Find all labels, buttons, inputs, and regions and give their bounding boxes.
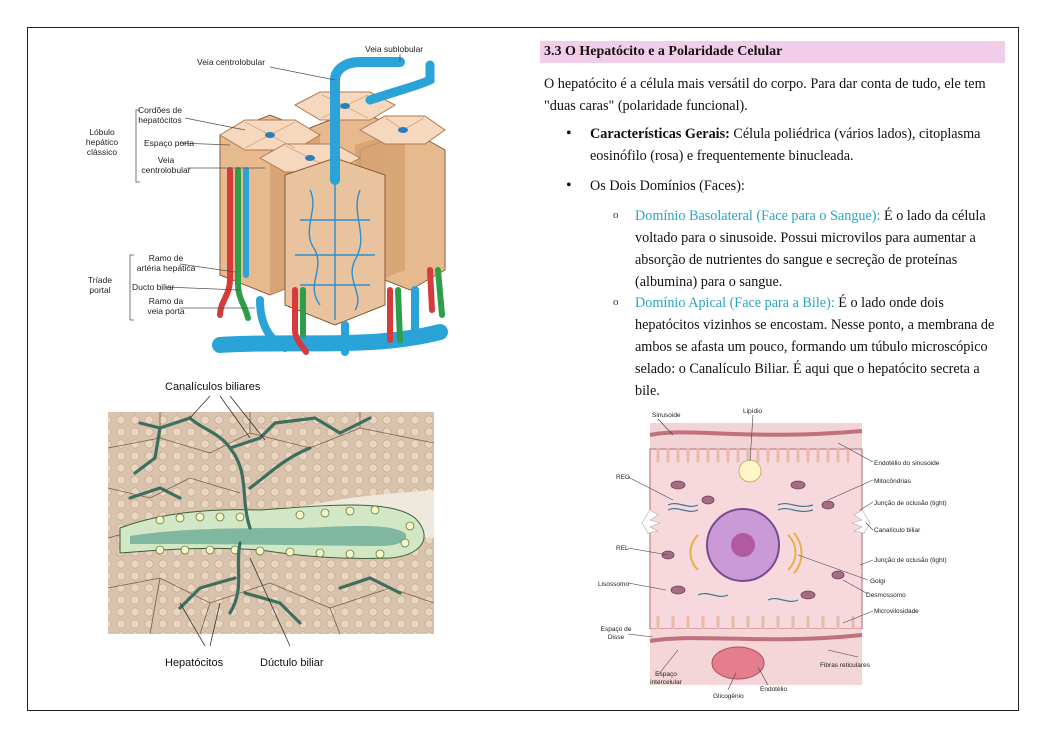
intro-paragraph: O hepatócito é a célula mais versátil do… — [544, 76, 986, 114]
sub-bullet-circle: o — [613, 296, 619, 308]
sub-bullet-circle: o — [613, 209, 619, 221]
label-endotelio: Endotélio — [760, 686, 787, 693]
label-desmossomo: Desmossomo — [866, 592, 906, 599]
page-frame — [27, 27, 1019, 711]
cell-illustration: Sinusoide Lipídio Endotélio do sinusoide… — [598, 408, 947, 700]
label-ductulo: Dúctulo biliar — [260, 657, 324, 669]
label-mitocondrias: Mitocôndrias — [874, 478, 912, 485]
label-glicogenio: Glicogênio — [713, 693, 744, 700]
label-sinusoide: Sinusoide — [652, 412, 681, 419]
label-espaco-porta: Espaço porta — [144, 138, 194, 148]
label-endotelio-sinusoide: Endotélio do sinusoide — [874, 460, 940, 467]
bullet-dot: • — [566, 125, 572, 142]
label-lisossomo: Lisossomo — [598, 581, 629, 588]
label-golgi: Golgi — [870, 578, 885, 585]
lobule-illustration: Veia sublobular Veia centrolobular Cordõ… — [86, 44, 448, 356]
label-veia-sublobular: Veia sublobular — [365, 44, 423, 54]
section-heading: 3.3 O Hepatócito e a Polaridade Celular — [540, 41, 1005, 63]
sub-apical: o Domínio Apical (Face para a Bile): É o… — [613, 292, 1005, 402]
sub-text: É o lado onde dois hepatócitos vizinhos … — [635, 295, 995, 399]
label-ducto: Ducto biliar — [132, 282, 175, 292]
cell-figure: Sinusoide Lipídio Endotélio do sinusoide… — [598, 405, 978, 705]
sub-text: É o lado da célula voltado para o sinuso… — [635, 208, 986, 290]
label-juncao-1: Junção de oclusão (tight) — [874, 500, 947, 507]
label-canaliculo: Canalículo biliar — [874, 527, 921, 534]
label-canaliculos: Canalículos biliares — [165, 381, 261, 393]
bullet-text: Os Dois Domínios (Faces): — [590, 178, 745, 194]
bullet-bold: Características Gerais: — [590, 126, 730, 142]
bullet-dot: • — [566, 177, 572, 194]
sub-title: Domínio Basolateral (Face para o Sangue)… — [635, 208, 881, 224]
label-lipidio: Lipídio — [743, 408, 763, 415]
canaliculi-illustration: Canalículos biliares Hepatócitos Dúctulo… — [107, 381, 435, 669]
sub-basolateral: o Domínio Basolateral (Face para o Sangu… — [613, 205, 1005, 293]
lobule-figure: Veia sublobular Veia centrolobular Cordõ… — [70, 40, 510, 370]
label-veia-centrolobular-top: Veia centrolobular — [197, 57, 265, 67]
sub-title: Domínio Apical (Face para a Bile): — [635, 295, 835, 311]
label-hepatocitos: Hepatócitos — [165, 657, 224, 669]
label-rel: REL — [616, 545, 629, 552]
bullet-text: Célula poliédrica (vários lados), citopl… — [590, 126, 981, 164]
label-juncao-2: Junção de oclusão (tight) — [874, 557, 947, 564]
label-microvilosidade: Microvilosidade — [874, 608, 919, 615]
canaliculi-figure: Canalículos biliares Hepatócitos Dúctulo… — [100, 378, 440, 673]
label-reg: REG — [616, 474, 630, 481]
bullet-dominios: • Os Dois Domínios (Faces): — [566, 175, 1010, 197]
bullet-caracteristicas: • Características Gerais: Célula poliédr… — [566, 123, 1010, 167]
label-fibras: Fibras reticulares — [820, 662, 871, 669]
